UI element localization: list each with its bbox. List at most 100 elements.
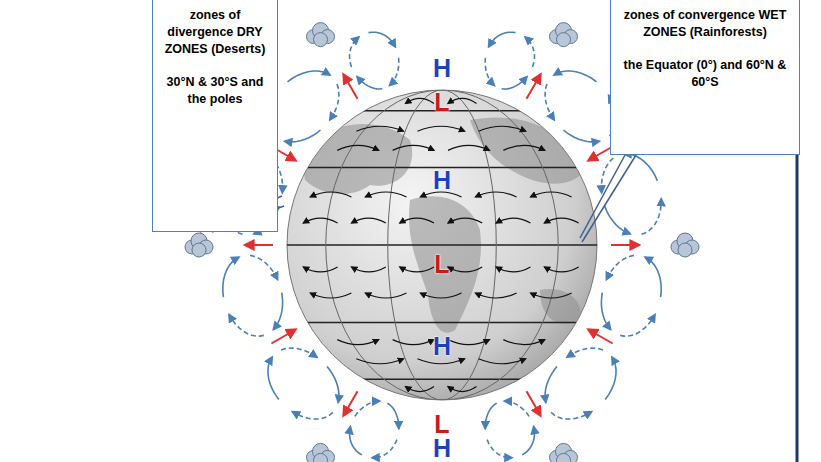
wind-arrow — [393, 145, 434, 150]
rising-arrow — [344, 391, 358, 415]
cell-arrow — [327, 367, 339, 403]
cell-arrow — [605, 357, 616, 399]
cell-arrow — [502, 77, 527, 89]
wind-arrow — [337, 340, 378, 345]
low-pressure-label: L — [434, 412, 449, 437]
cell-arrow — [545, 367, 557, 403]
wind-arrow — [476, 293, 517, 298]
wind-arrow — [448, 218, 482, 223]
zone-latitudes: the Equator (0°) and 60°N & 60°S — [617, 57, 793, 91]
wind-arrow — [420, 192, 461, 197]
low-pressure-label: L — [434, 90, 449, 115]
cell-arrow — [606, 255, 634, 279]
wind-arrow — [417, 126, 464, 131]
cell-arrow — [350, 427, 362, 455]
cell-arrow — [369, 32, 396, 47]
cell-arrow — [551, 412, 592, 419]
cell-arrow — [292, 412, 333, 419]
wind-arrow — [531, 293, 572, 298]
cloud-puff — [557, 33, 571, 47]
wind-arrow — [406, 98, 434, 103]
cloud — [671, 233, 699, 257]
cell-arrow — [485, 403, 497, 428]
cell-arrow — [288, 71, 330, 82]
cell-arrow — [330, 84, 339, 120]
callout-box: zones of divergence DRY ZONES (Deserts)3… — [152, 0, 278, 232]
cell-arrow — [273, 293, 282, 330]
wind-arrow — [476, 192, 517, 197]
cell-arrow — [645, 257, 661, 297]
wind-arrow — [479, 126, 526, 131]
wind-arrow — [544, 218, 578, 223]
wind-arrow — [400, 218, 434, 223]
high-pressure-label: H — [433, 436, 451, 461]
cell-arrow — [522, 427, 534, 455]
wind-arrow — [448, 98, 476, 103]
wind-arrow — [503, 340, 544, 345]
cloud — [307, 23, 335, 47]
wind-arrow — [356, 126, 403, 131]
cell-arrow — [601, 293, 610, 330]
rising-arrow — [344, 74, 358, 98]
sinking-arrow — [588, 147, 612, 161]
wind-arrow — [496, 218, 530, 223]
latitude-line — [287, 378, 597, 380]
wind-arrow — [406, 387, 434, 392]
rising-arrow — [527, 74, 541, 98]
wind-arrow — [544, 267, 578, 272]
zone-heading: zones of convergence WET ZONES (Rainfore… — [617, 7, 793, 41]
cell-arrow — [545, 84, 554, 120]
low-pressure-label: L — [434, 252, 449, 277]
cloud-puff — [557, 453, 571, 462]
wind-arrow — [531, 192, 572, 197]
cloud — [307, 443, 335, 462]
wind-arrow — [303, 267, 337, 272]
wind-arrow — [400, 267, 434, 272]
cloud — [550, 443, 578, 462]
cell-arrow — [489, 32, 516, 47]
cell-arrow — [564, 130, 600, 142]
cell-arrow — [387, 403, 399, 428]
wind-arrow — [310, 293, 351, 298]
latitude-line — [287, 322, 597, 324]
wind-arrow — [352, 218, 386, 223]
cloud — [550, 23, 578, 47]
wind-arrow — [448, 145, 489, 150]
cloud-puff — [678, 243, 692, 257]
latitude-lines — [287, 90, 597, 400]
cell-arrow — [605, 206, 631, 234]
wind-arrow — [365, 192, 406, 197]
cell-arrow — [554, 71, 596, 82]
cell-arrow — [525, 37, 534, 67]
wind-arrow — [479, 359, 526, 364]
cell-arrow — [229, 315, 264, 337]
meridian-line — [326, 90, 559, 400]
cloud-puff — [314, 453, 328, 462]
rising-arrow — [611, 244, 639, 246]
wind-arrow — [448, 387, 476, 392]
sinking-arrow — [588, 330, 612, 344]
wind-arrow — [303, 218, 337, 223]
surface-wind-arrows — [303, 98, 578, 391]
wind-arrow — [448, 267, 482, 272]
vertical-rule — [796, 152, 799, 462]
continents — [300, 117, 585, 332]
cell-arrow — [281, 348, 317, 357]
callout-box: zones of convergence WET ZONES (Rainfore… — [610, 0, 800, 155]
wind-arrow — [365, 293, 406, 298]
meridian-line — [388, 90, 497, 400]
wind-arrow — [356, 359, 403, 364]
cell-arrow — [268, 357, 279, 399]
latitude-line — [287, 244, 597, 246]
cell-arrow — [642, 199, 662, 234]
wind-arrow — [337, 145, 378, 150]
zone-latitudes: 30°N & 30°S and the poles — [159, 74, 271, 108]
cloud-puff — [314, 33, 328, 47]
cloud-puff — [192, 243, 206, 257]
cell-arrow — [487, 440, 512, 458]
wind-arrow — [310, 192, 351, 197]
wind-arrow — [448, 340, 489, 345]
high-pressure-label: H — [433, 56, 451, 81]
wind-arrow — [503, 145, 544, 150]
cell-arrow — [620, 315, 655, 337]
